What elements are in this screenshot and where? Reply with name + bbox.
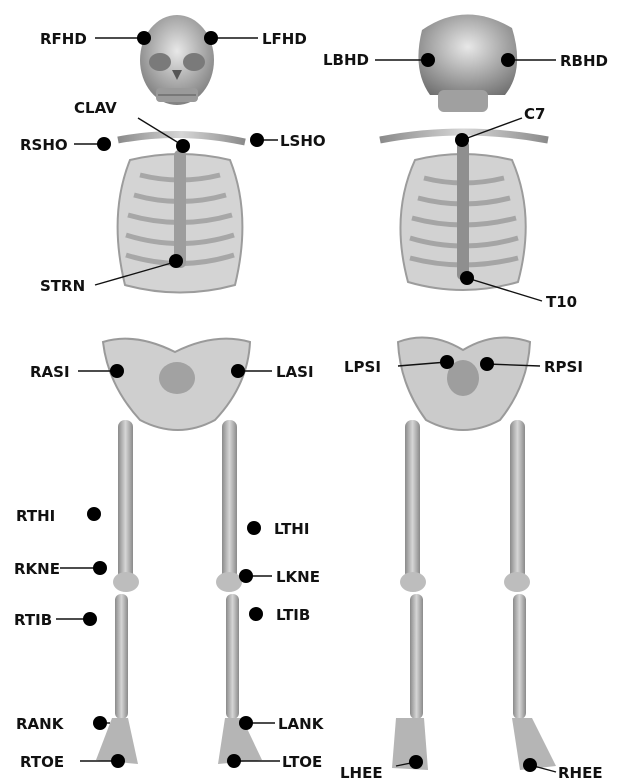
label-ltib: LTIB xyxy=(276,606,310,624)
front-ribcage xyxy=(118,134,245,292)
marker-ltib xyxy=(249,607,263,621)
marker-lsho xyxy=(250,133,264,147)
label-t10: T10 xyxy=(546,293,577,311)
label-rpsi: RPSI xyxy=(544,358,583,376)
label-lhee: LHEE xyxy=(340,764,383,782)
label-clav: CLAV xyxy=(74,99,117,117)
marker-ltoe xyxy=(227,754,241,768)
label-lbhd: LBHD xyxy=(323,51,369,69)
marker-strn xyxy=(169,254,183,268)
marker-rkne xyxy=(93,561,107,575)
marker-lpsi xyxy=(440,355,454,369)
marker-rank xyxy=(93,716,107,730)
marker-lfhd xyxy=(204,31,218,45)
back-pelvis xyxy=(398,338,530,431)
front-pelvis xyxy=(103,339,250,430)
label-lasi: LASI xyxy=(276,363,314,381)
label-rthi: RTHI xyxy=(16,507,55,525)
marker-rsho xyxy=(97,137,111,151)
label-rank: RANK xyxy=(16,715,65,733)
back-legs xyxy=(392,420,556,770)
marker-rtoe xyxy=(111,754,125,768)
label-rbhd: RBHD xyxy=(560,52,608,70)
marker-rasi xyxy=(110,364,124,378)
marker-lank xyxy=(239,716,253,730)
marker-lasi xyxy=(231,364,245,378)
label-lfhd: LFHD xyxy=(262,30,307,48)
label-rasi: RASI xyxy=(30,363,70,381)
label-c7: C7 xyxy=(524,105,545,123)
label-lpsi: LPSI xyxy=(344,358,381,376)
marker-rfhd xyxy=(137,31,151,45)
marker-rpsi xyxy=(480,357,494,371)
front-skull xyxy=(140,15,214,105)
marker-lthi xyxy=(247,521,261,535)
marker-c7 xyxy=(455,133,469,147)
label-ltoe: LTOE xyxy=(282,753,322,771)
label-rtoe: RTOE xyxy=(20,753,64,771)
front-legs xyxy=(96,420,262,764)
label-rsho: RSHO xyxy=(20,136,68,154)
back-ribcage xyxy=(380,132,548,290)
label-rhee: RHEE xyxy=(558,764,603,782)
marker-lbhd xyxy=(421,53,435,67)
label-lthi: LTHI xyxy=(274,520,309,538)
label-lsho: LSHO xyxy=(280,132,326,150)
marker-rhee xyxy=(523,758,537,772)
marker-lkne xyxy=(239,569,253,583)
marker-lhee xyxy=(409,755,423,769)
marker-t10 xyxy=(460,271,474,285)
marker-rtib xyxy=(83,612,97,626)
label-lank: LANK xyxy=(278,715,325,733)
label-rtib: RTIB xyxy=(14,611,52,629)
label-rfhd: RFHD xyxy=(40,30,87,48)
marker-rthi xyxy=(87,507,101,521)
label-strn: STRN xyxy=(40,277,85,295)
marker-clav xyxy=(176,139,190,153)
marker-rbhd xyxy=(501,53,515,67)
label-rkne: RKNE xyxy=(14,560,60,578)
label-lkne: LKNE xyxy=(276,568,320,586)
